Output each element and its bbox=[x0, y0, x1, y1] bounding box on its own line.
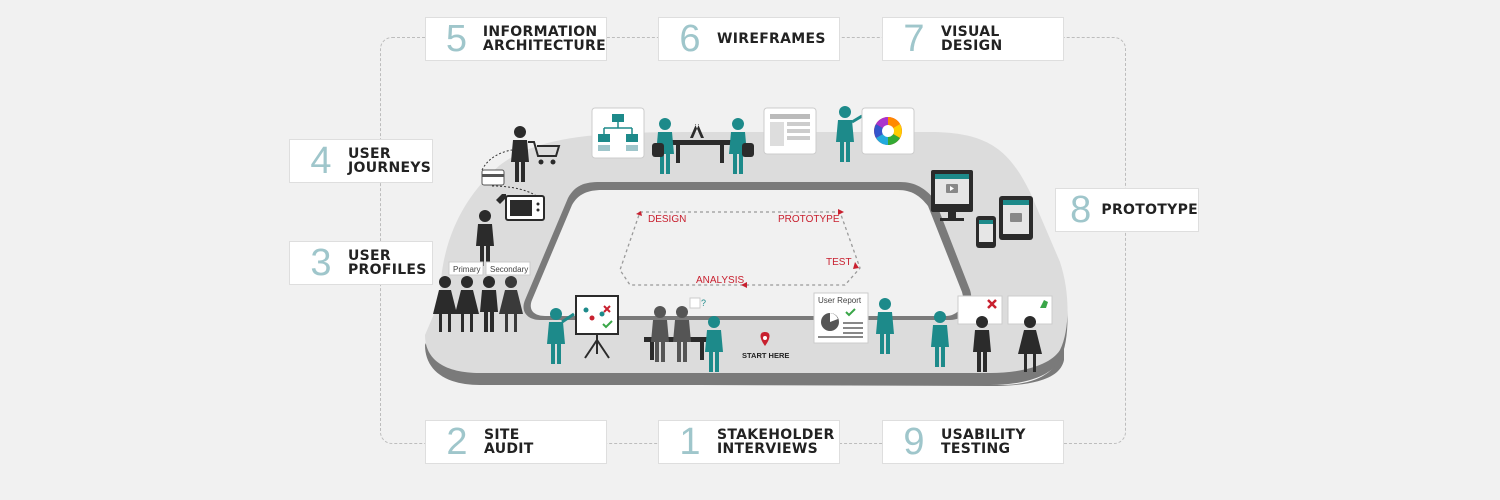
start-here-pin-icon: START HERE bbox=[742, 332, 789, 360]
step-label: STAKEHOLDER INTERVIEWS bbox=[717, 427, 835, 457]
cycle-design-label: DESIGN bbox=[648, 214, 686, 225]
step-label: USABILITY TESTING bbox=[941, 427, 1026, 457]
secondary-tag-label: Secondary bbox=[490, 265, 528, 274]
step-number: 1 bbox=[679, 421, 701, 463]
step-7-box: 7 VISUAL DESIGN bbox=[882, 17, 1064, 61]
cycle-prototype-label: PROTOTYPE bbox=[778, 214, 840, 225]
phone-icon bbox=[976, 216, 996, 248]
step-number: 4 bbox=[310, 140, 332, 182]
step-number: 7 bbox=[903, 18, 925, 60]
step-3-box: 3 USER PROFILES bbox=[289, 241, 433, 285]
team-at-desk-icon bbox=[652, 118, 754, 174]
step-label: SITE AUDIT bbox=[484, 427, 534, 457]
persona-tags: Primary Secondary bbox=[448, 261, 531, 276]
desktop-monitor-icon bbox=[931, 170, 973, 221]
step-number: 5 bbox=[445, 18, 468, 60]
easel-chart-icon bbox=[575, 295, 619, 359]
step-number: 2 bbox=[446, 421, 468, 463]
wireframe-card-icon bbox=[763, 107, 817, 155]
step-1-box: 1 STAKEHOLDER INTERVIEWS bbox=[658, 420, 840, 464]
user-report-card-icon: User Report bbox=[813, 292, 869, 344]
step-label: PROTOTYPE bbox=[1101, 202, 1198, 218]
design-cycle: DESIGN PROTOTYPE TEST ANALYSIS bbox=[619, 209, 861, 288]
presenter-icon bbox=[547, 308, 575, 364]
step-number: 6 bbox=[679, 18, 701, 60]
color-wheel-icon bbox=[874, 117, 902, 145]
step-4-box: 4 USER JOURNEYS bbox=[289, 139, 433, 183]
step-number: 8 bbox=[1070, 189, 1092, 231]
step-6-box: 6 WIREFRAMES bbox=[658, 17, 840, 61]
step-8-box: 8 PROTOTYPE bbox=[1055, 188, 1199, 232]
step-label: VISUAL DESIGN bbox=[941, 24, 1003, 54]
step-label: WIREFRAMES bbox=[717, 31, 826, 47]
step-number: 9 bbox=[903, 421, 925, 463]
interview-group-icon: ? bbox=[644, 297, 723, 372]
appliance-icon bbox=[505, 195, 545, 221]
step-label: USER PROFILES bbox=[348, 248, 427, 278]
cycle-analysis-label: ANALYSIS bbox=[696, 275, 744, 286]
step-9-box: 9 USABILITY TESTING bbox=[882, 420, 1064, 464]
start-here-label: START HERE bbox=[742, 351, 789, 360]
credit-card-icon bbox=[481, 169, 505, 186]
primary-tag-label: Primary bbox=[453, 265, 481, 274]
sitemap-card-icon bbox=[591, 107, 645, 159]
usability-testing-icon bbox=[931, 295, 1053, 372]
step-label: INFORMATION ARCHITECTURE bbox=[482, 24, 606, 54]
step-5-box: 5 INFORMATION ARCHITECTURE bbox=[425, 17, 607, 61]
cycle-test-label: TEST bbox=[826, 257, 852, 268]
step-2-box: 2 SITE AUDIT bbox=[425, 420, 607, 464]
user-report-label: User Report bbox=[818, 296, 862, 305]
tag-icon bbox=[496, 194, 506, 204]
step-label: USER JOURNEYS bbox=[348, 146, 432, 176]
tablet-icon bbox=[999, 196, 1033, 240]
svg-text:?: ? bbox=[701, 298, 706, 308]
shopper-icon bbox=[511, 126, 561, 182]
step-number: 3 bbox=[310, 242, 332, 284]
